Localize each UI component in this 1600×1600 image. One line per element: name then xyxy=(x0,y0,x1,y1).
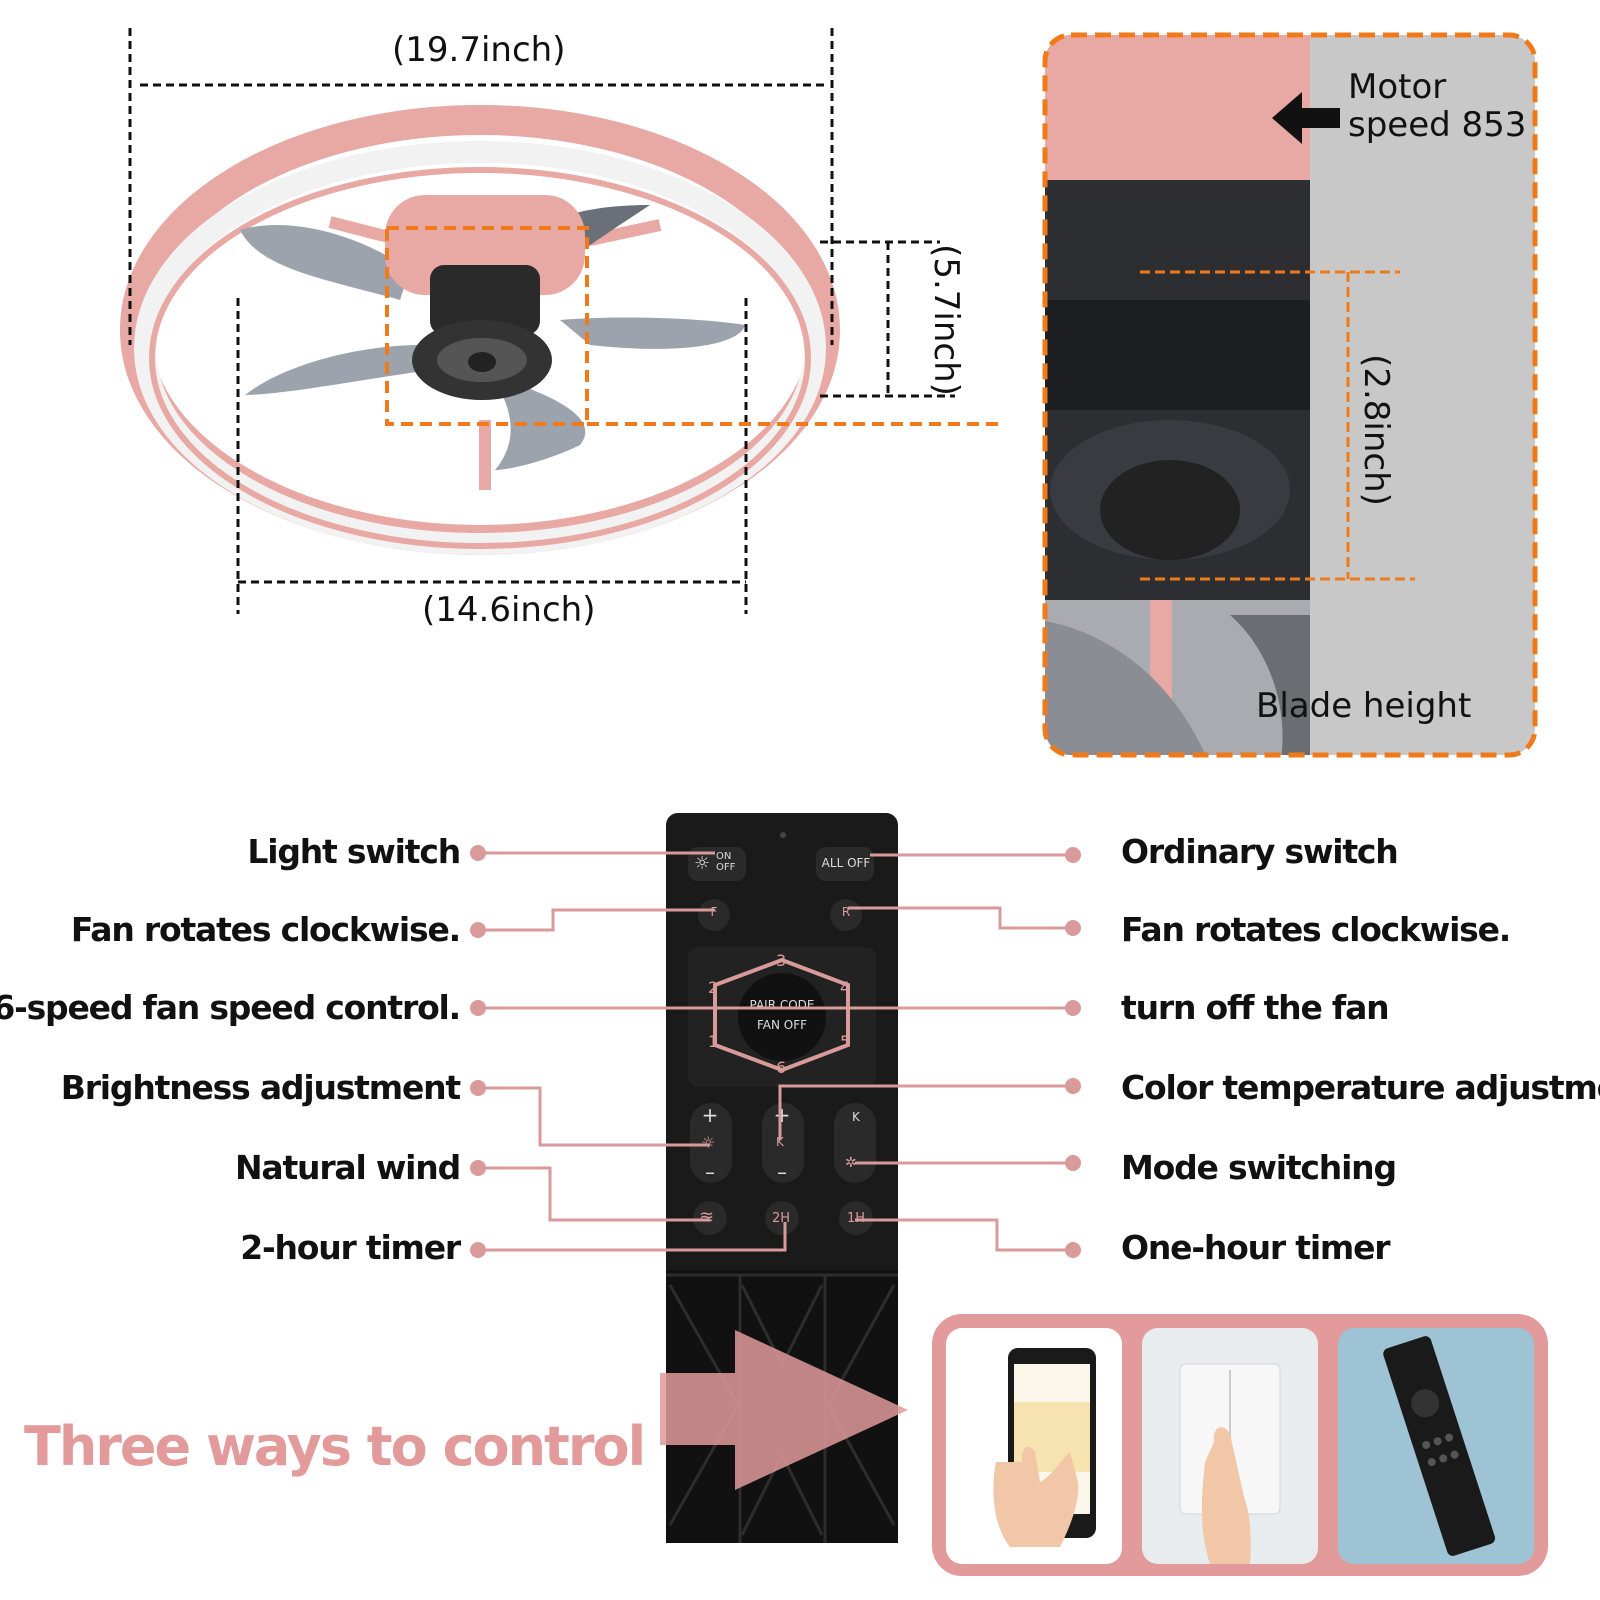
overall-diameter-label: (19.7inch) xyxy=(392,30,566,70)
color-temp-minus-button[interactable]: – xyxy=(777,1160,787,1184)
speed-1-button[interactable]: 1 xyxy=(708,1032,719,1051)
speed-5-button[interactable]: 5 xyxy=(840,1032,851,1051)
fan-blade xyxy=(245,345,430,395)
callout-light-switch: Light switch xyxy=(247,832,461,871)
headline-three-ways: Three ways to control xyxy=(24,1415,646,1478)
speed-3-button[interactable]: 3 xyxy=(776,951,787,970)
brightness-plus-button[interactable]: + xyxy=(701,1103,719,1127)
callout-fan-clockwise-left: Fan rotates clockwise. xyxy=(70,910,461,949)
brightness-minus-button[interactable]: – xyxy=(705,1160,715,1184)
callout-2h-timer: 2-hour timer xyxy=(240,1228,461,1267)
speed-4-button[interactable]: 4 xyxy=(840,978,851,997)
blade-height-caption: Blade height xyxy=(1256,686,1472,726)
remote-control xyxy=(660,813,908,1543)
brightness-icon: ☼ xyxy=(701,1133,716,1152)
sun-icon: ☼ xyxy=(694,853,711,874)
mode-switch-icon: ✲ xyxy=(845,1155,857,1171)
callout-mode-switching: Mode switching xyxy=(1121,1148,1397,1187)
callout-fan-speed: 6-speed fan speed control. xyxy=(0,988,461,1027)
fan-blade xyxy=(495,385,586,470)
motor-detail-panel xyxy=(1042,32,1538,758)
control-methods-strip xyxy=(932,1314,1548,1576)
callout-1h-timer: One-hour timer xyxy=(1121,1228,1391,1267)
all-off-button[interactable]: ALL OFF xyxy=(821,856,871,870)
fan-blade xyxy=(560,317,745,349)
fan-reverse-button[interactable]: R xyxy=(841,905,851,919)
callout-fan-off: turn off the fan xyxy=(1121,988,1390,1027)
on-off-label: ON OFF xyxy=(716,851,736,873)
fan-off-label: FAN OFF xyxy=(756,1018,808,1032)
callout-natural-wind: Natural wind xyxy=(234,1148,461,1187)
speed-6-button[interactable]: 6 xyxy=(776,1058,787,1077)
callout-color-temp: Color temperature adjustment xyxy=(1121,1068,1600,1107)
fan-illustration xyxy=(120,28,1000,614)
motor-speed-label: Motor speed 853 xyxy=(1348,67,1527,145)
speed-2-button[interactable]: 2 xyxy=(708,978,719,997)
fan-blade xyxy=(240,224,410,300)
light-on-off-button[interactable]: ☼ ON OFF xyxy=(690,849,746,881)
mode-k-button[interactable]: K xyxy=(852,1110,860,1124)
color-temp-k-icon: K xyxy=(776,1135,784,1149)
callout-fan-clockwise-right: Fan rotates clockwise. xyxy=(1121,910,1511,949)
callout-ordinary-switch: Ordinary switch xyxy=(1121,832,1399,871)
natural-wind-icon[interactable]: ≋ xyxy=(699,1207,715,1228)
fan-forward-button[interactable]: F xyxy=(710,905,718,919)
callout-brightness: Brightness adjustment xyxy=(60,1068,461,1107)
color-temp-plus-button[interactable]: + xyxy=(773,1103,791,1127)
blade-span-label: (14.6inch) xyxy=(422,590,596,630)
